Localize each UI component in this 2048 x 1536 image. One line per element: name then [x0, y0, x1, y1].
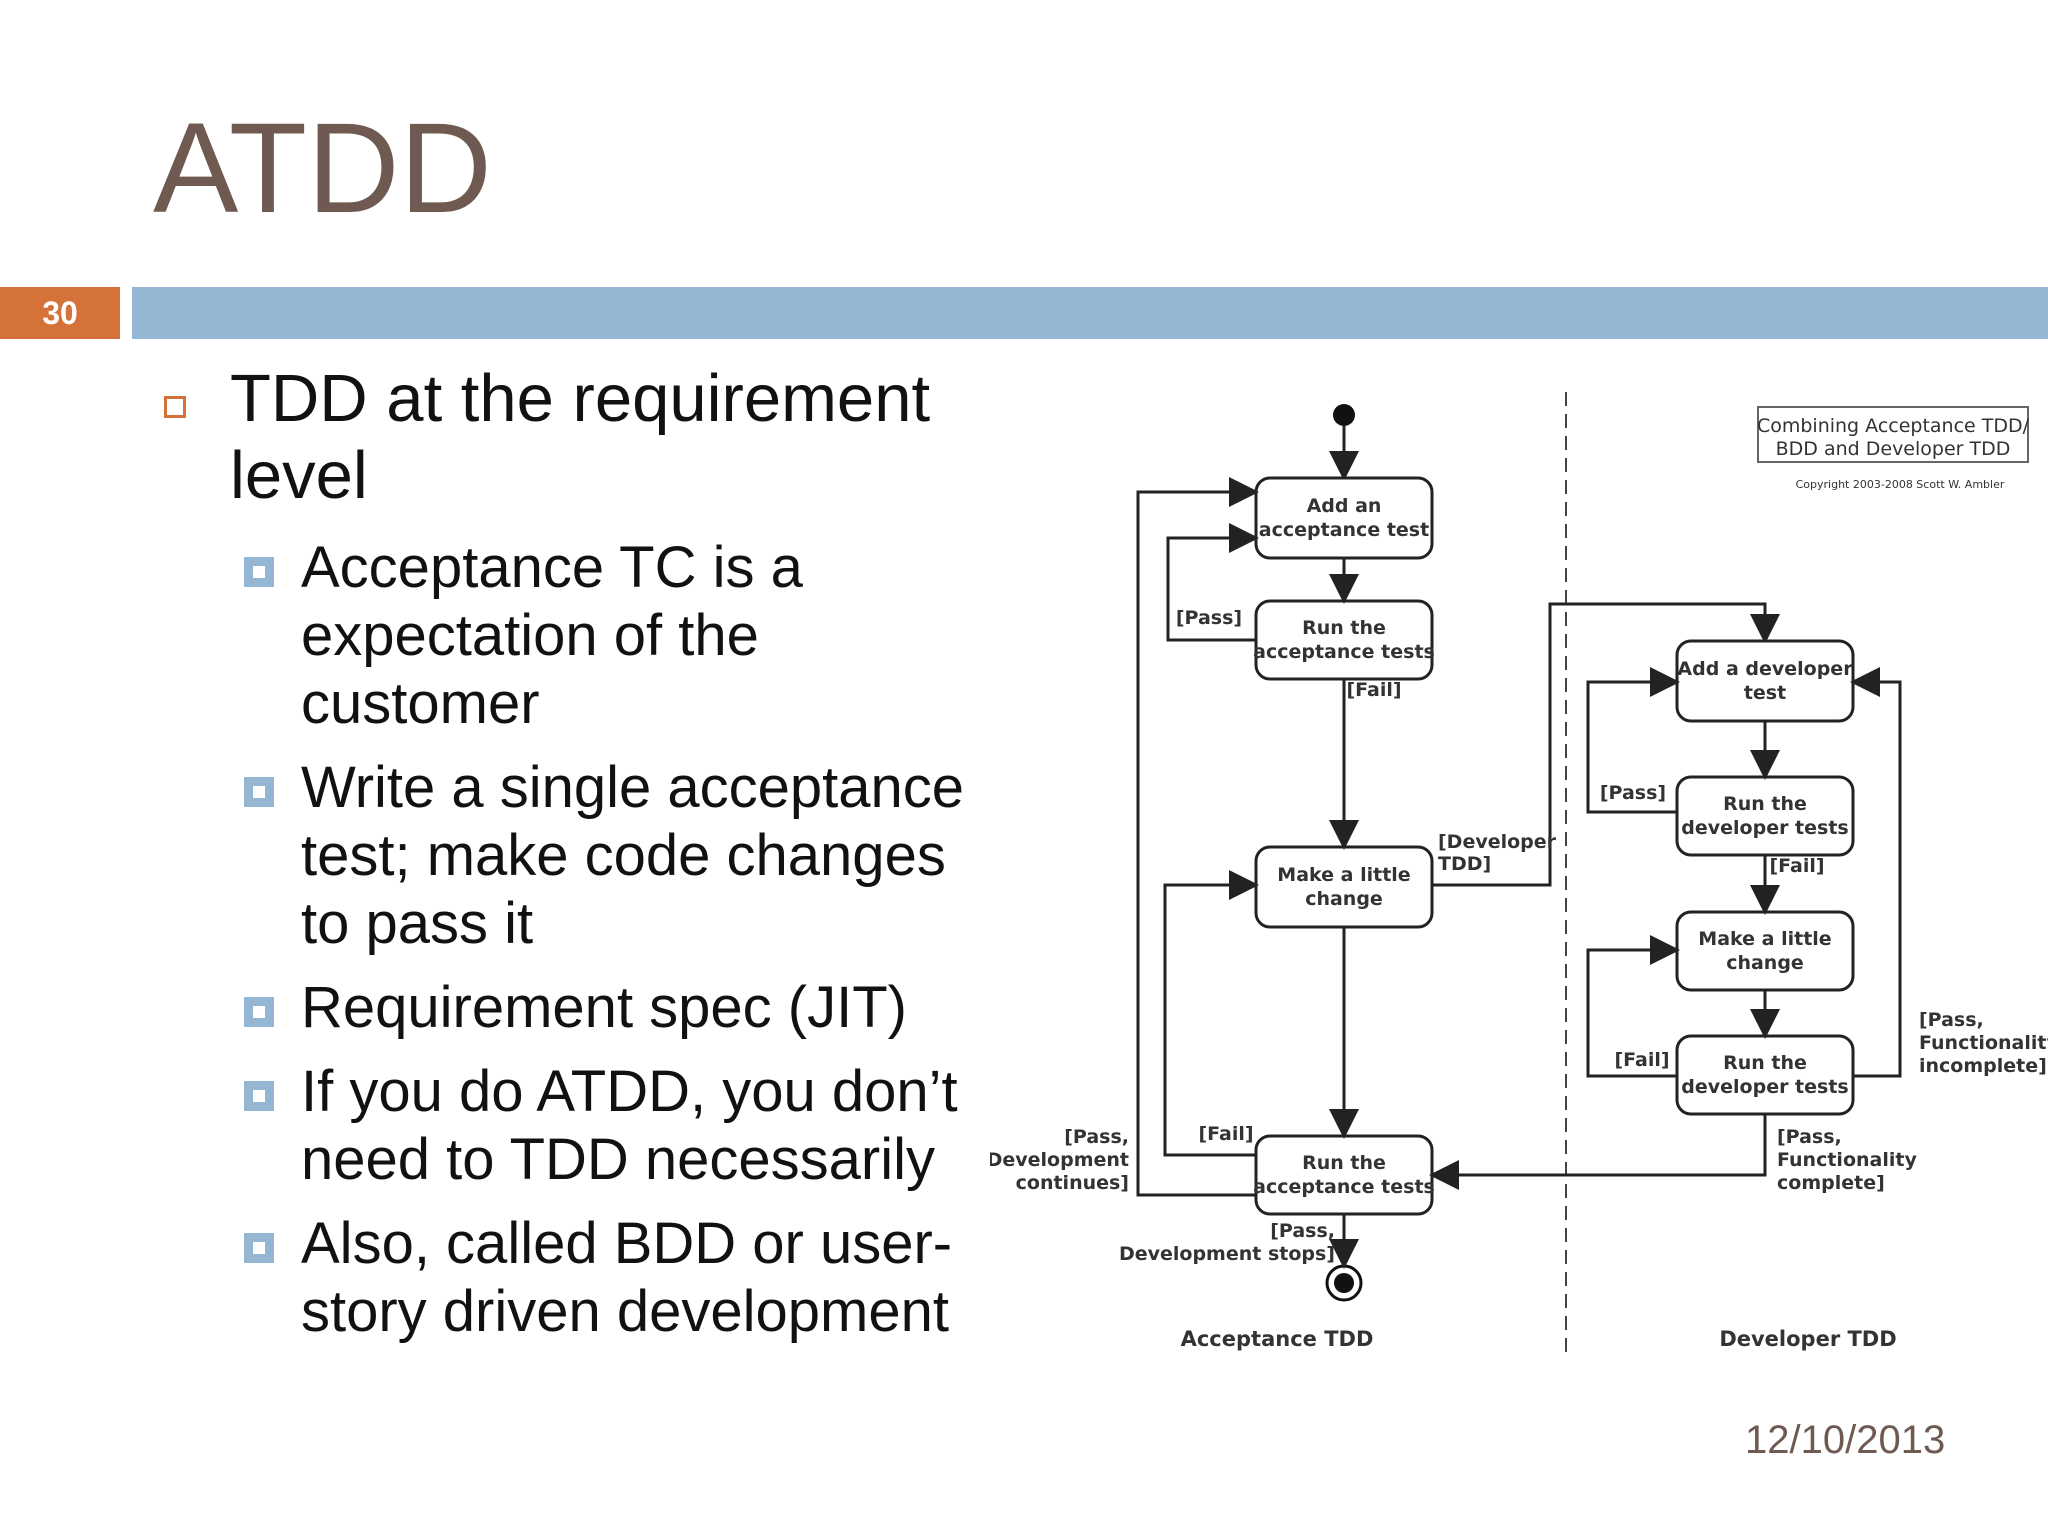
node-run-acceptance-tests-final [1254, 1134, 1434, 1216]
node-text: Make a little [1698, 928, 1831, 950]
node-text: Run the [1723, 1052, 1807, 1074]
node-text: Add an [1307, 495, 1382, 517]
node-text: Run the [1723, 793, 1807, 815]
label-pass-dev-continues: continues] [1016, 1172, 1129, 1194]
node-text: Make a little [1277, 864, 1410, 886]
square-bullet-icon [244, 997, 274, 1027]
label-developer-tdd: [Developer [1438, 831, 1557, 853]
caption-line-2: BDD and Developer TDD [1776, 438, 2011, 460]
copyright-text: Copyright 2003-2008 Scott W. Ambler [1796, 478, 2005, 491]
sub-bullet: Also, called BDD or user-story driven de… [160, 1210, 1010, 1346]
label-pass-dev-continues: [Pass, [1064, 1126, 1129, 1148]
node-text: acceptance tests [1253, 641, 1435, 663]
sub-bullet-text: Write a single acceptance test; make cod… [301, 755, 965, 956]
sub-bullet-text: Requirement spec (JIT) [301, 975, 907, 1040]
square-bullet-icon [244, 1233, 274, 1263]
node-text: Run the [1302, 1152, 1386, 1174]
start-node [1333, 404, 1355, 426]
label-pass-func-complete: [Pass, [1777, 1126, 1842, 1148]
sub-bullet: If you do ATDD, you don’t need to TDD ne… [160, 1058, 1010, 1194]
label-pass-dev-stops: [Pass, [1270, 1220, 1335, 1242]
sub-bullet: Requirement spec (JIT) [160, 974, 1010, 1042]
caption-box [1757, 406, 2029, 463]
node-make-little-change [1254, 845, 1434, 929]
node-text: Add a developer [1677, 658, 1853, 680]
title-band [132, 287, 2048, 339]
slide-title: ATDD [153, 97, 492, 240]
label-pass-func-complete: complete] [1777, 1172, 1885, 1194]
sub-bullet-text: Acceptance TC is a expectation of the cu… [301, 535, 803, 736]
node-text: change [1726, 952, 1804, 974]
lane-label-developer: Developer TDD [1719, 1327, 1896, 1351]
node-text: Run the [1302, 617, 1386, 639]
node-add-acceptance-test [1254, 476, 1434, 560]
sub-bullet-text: If you do ATDD, you don’t need to TDD ne… [301, 1059, 958, 1192]
node-text: test [1744, 682, 1786, 704]
label-pass-dev: [Pass] [1600, 782, 1666, 804]
bullet-list: TDD at the requirement level Acceptance … [160, 360, 1010, 1362]
label-pass-dev-continues: Development [990, 1149, 1129, 1171]
lane-label-acceptance: Acceptance TDD [1181, 1327, 1374, 1351]
node-text: developer tests [1681, 1076, 1848, 1098]
slide-number: 30 [0, 287, 120, 339]
node-make-little-change-dev [1675, 910, 1855, 992]
label-pass-func-incomplete: incomplete] [1919, 1055, 2047, 1077]
caption-line-1: Combining Acceptance TDD/ [1757, 415, 2030, 437]
bullet-main-text: TDD at the requirement level [230, 361, 931, 513]
sub-bullet-text: Also, called BDD or user-story driven de… [301, 1211, 953, 1344]
slide-date: 12/10/2013 [1745, 1418, 1946, 1462]
square-bullet-icon [244, 557, 274, 587]
node-text: acceptance test [1259, 519, 1429, 541]
node-run-acceptance-tests [1254, 599, 1434, 681]
label-developer-tdd: TDD] [1438, 853, 1491, 875]
label-pass-func-complete: Functionality [1777, 1149, 1917, 1171]
node-add-developer-test [1675, 639, 1855, 723]
square-bullet-icon [164, 396, 186, 418]
sub-bullet: Write a single acceptance test; make cod… [160, 754, 1010, 958]
node-text: change [1305, 888, 1383, 910]
label-fail-dev: [Fail] [1769, 855, 1824, 877]
label-pass-func-incomplete: Functionality [1919, 1032, 2048, 1054]
node-run-developer-tests [1675, 775, 1855, 857]
label-pass-dev-stops: Development stops] [1119, 1243, 1335, 1265]
node-run-developer-tests-final [1675, 1034, 1855, 1116]
tdd-flow-diagram: Combining Acceptance TDD/ BDD and Develo… [990, 392, 2048, 1360]
label-fail-2: [Fail] [1198, 1123, 1253, 1145]
square-bullet-icon [244, 777, 274, 807]
sub-bullet: Acceptance TC is a expectation of the cu… [160, 534, 1010, 738]
node-text: developer tests [1681, 817, 1848, 839]
label-fail-dev: [Fail] [1614, 1049, 1669, 1071]
label-fail: [Fail] [1346, 679, 1401, 701]
label-pass: [Pass] [1176, 607, 1242, 629]
square-bullet-icon [244, 1081, 274, 1111]
node-text: acceptance tests [1253, 1176, 1435, 1198]
bullet-main: TDD at the requirement level [160, 360, 1010, 514]
label-pass-func-incomplete: [Pass, [1919, 1009, 1984, 1031]
